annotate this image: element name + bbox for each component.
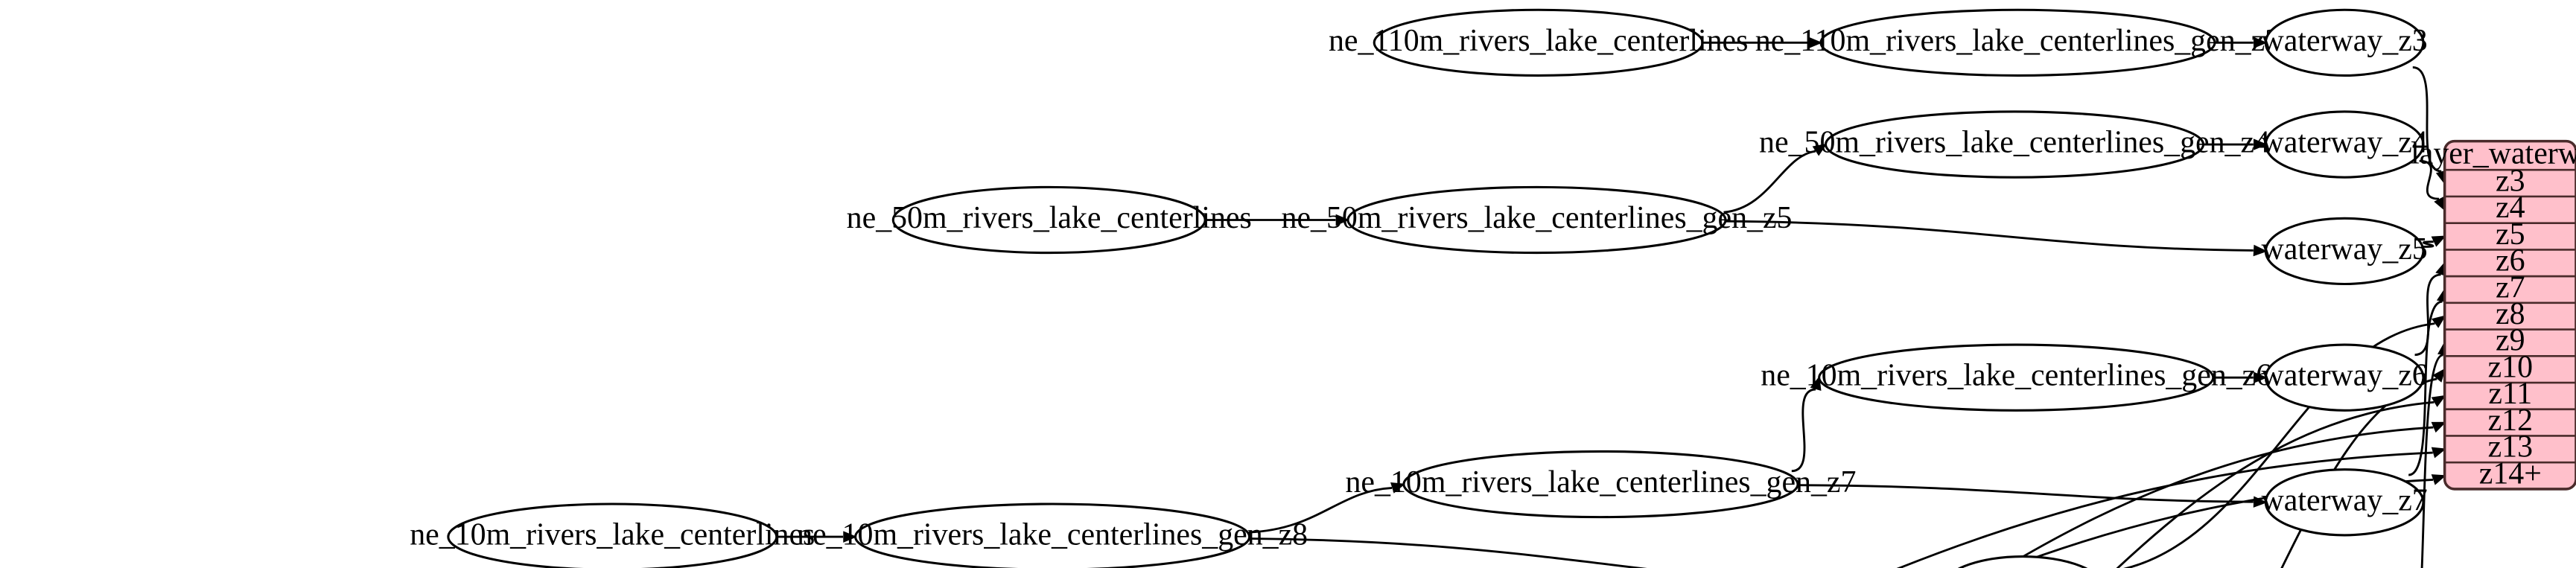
edge-arrowhead bbox=[2431, 474, 2446, 485]
graph-node-ne_10m_rivers_lake_centerlines[interactable]: ne_10m_rivers_lake_centerlines bbox=[410, 502, 815, 568]
node-ellipse bbox=[1373, 8, 1704, 77]
node-ellipse bbox=[2264, 110, 2425, 179]
node-ellipse bbox=[1957, 555, 2088, 568]
edge-waterway_z9-to-layer_waterway.z9 bbox=[2420, 354, 2444, 568]
edge-waterway_z8-to-layer_waterway.z8 bbox=[2122, 322, 2435, 568]
graph-node-ne_110m_rivers_lake_centerlines[interactable]: ne_110m_rivers_lake_centerlines bbox=[1329, 8, 1748, 77]
edge-arrowhead bbox=[2254, 138, 2268, 150]
graph-node-ne_10m_rivers_lake_centerlines_gen_z8[interactable]: ne_10m_rivers_lake_centerlines_gen_z8 bbox=[797, 502, 1308, 568]
edge-arrowhead bbox=[2431, 315, 2446, 328]
node-ellipse bbox=[2264, 8, 2425, 77]
edge-ne_10m_rivers_lake_centerlines_gen_z8-to-waterway_z8 bbox=[1249, 537, 1647, 568]
edge-waterway_z4-to-layer_waterway.z4 bbox=[2419, 159, 2440, 200]
edge-waterway_z6-to-layer_waterway.z6 bbox=[2414, 273, 2441, 357]
edge-ne_10m_rivers_lake_centerlines_gen_z8-to-ne_10m_rivers_lake_centerlines_gen_z7 bbox=[1248, 487, 1393, 534]
edge-arrowhead bbox=[1390, 482, 1406, 494]
node-ellipse bbox=[1824, 110, 2205, 179]
node-ellipse bbox=[2264, 468, 2425, 537]
edge-arrowhead bbox=[2431, 447, 2446, 459]
edge-arrowhead bbox=[1335, 214, 1350, 226]
edge-waterway_z13-to-layer_waterway.z13 bbox=[1896, 451, 2433, 568]
graph-node-waterway_z3[interactable]: waterway_z3 bbox=[2262, 8, 2428, 77]
graph-node-ne_10m_rivers_lake_centerlines_gen_z7[interactable]: ne_10m_rivers_lake_centerlines_gen_z7 bbox=[1346, 450, 1857, 519]
edge-waterway_z12-to-layer_waterway.z12 bbox=[2001, 426, 2434, 568]
graph-node-ne_10m_rivers_lake_centerlines_gen_z6[interactable]: ne_10m_rivers_lake_centerlines_gen_z6 bbox=[1761, 343, 2271, 412]
node-ellipse bbox=[447, 502, 778, 568]
edge-arrowhead bbox=[2254, 371, 2268, 383]
edge-arrowhead bbox=[2253, 244, 2268, 257]
node-ellipse bbox=[1402, 450, 1799, 519]
edge-ne_50m_rivers_lake_centerlines_gen_z5-to-waterway_z5 bbox=[1725, 220, 2254, 252]
edge-arrowhead bbox=[1810, 375, 1822, 392]
edge-waterway_z5-to-layer_waterway.z5 bbox=[2423, 240, 2435, 248]
edge-ne_10m_rivers_lake_centerlines_gen_z7-to-ne_10m_rivers_lake_centerlines_gen_z6 bbox=[1791, 388, 1816, 473]
node-ellipse bbox=[1818, 343, 2215, 412]
node-ellipse bbox=[2264, 343, 2425, 412]
edge-waterway_z11-to-layer_waterway.z11 bbox=[2116, 401, 2435, 568]
node-ellipse bbox=[2264, 217, 2425, 286]
edge-arrowhead bbox=[1812, 143, 1828, 156]
node-ellipse bbox=[854, 502, 1251, 568]
edge-arrowhead bbox=[843, 531, 857, 543]
edge-ne_50m_rivers_lake_centerlines_gen_z5-to-ne_50m_rivers_lake_centerlines_gen_z4 bbox=[1723, 150, 1816, 214]
graph-node-waterway_z6[interactable]: waterway_z6 bbox=[2262, 343, 2428, 412]
edge-arrowhead bbox=[2432, 368, 2446, 383]
edge-waterway_z7-to-layer_waterway.z7 bbox=[2408, 300, 2443, 476]
graph-node-waterway_z7[interactable]: waterway_z7 bbox=[2262, 468, 2428, 537]
layer-waterway-table: layer_waterwayz3z4z5z6z7z8z9z10z11z12z13… bbox=[2411, 137, 2576, 491]
graph-node-waterway_z8[interactable]: waterway_z8 bbox=[1939, 555, 2105, 568]
edge-ne_10m_rivers_lake_centerlines_gen_z7-to-waterway_z7 bbox=[1797, 484, 2254, 503]
edge-arrowhead bbox=[2254, 36, 2268, 49]
node-ellipse bbox=[891, 185, 1206, 255]
edge-arrowhead bbox=[2431, 395, 2446, 407]
graph-node-waterway_z5[interactable]: waterway_z5 bbox=[2262, 217, 2428, 286]
edge-arrowhead bbox=[1808, 36, 1823, 49]
graph-node-ne_50m_rivers_lake_centerlines[interactable]: ne_50m_rivers_lake_centerlines bbox=[847, 185, 1252, 255]
edge-arrowhead bbox=[2431, 235, 2446, 247]
node-ellipse bbox=[1346, 185, 1727, 255]
edge-waterway_z3-to-layer_waterway.z3 bbox=[2412, 66, 2442, 173]
edge-arrowhead bbox=[2431, 421, 2446, 433]
graph-node-ne_50m_rivers_lake_centerlines_gen_z5[interactable]: ne_50m_rivers_lake_centerlines_gen_z5 bbox=[1282, 185, 1793, 255]
graph-node-waterway_z4[interactable]: waterway_z4 bbox=[2262, 110, 2428, 179]
layer-waterway-table-shell bbox=[2443, 139, 2576, 491]
graph-node-ne_50m_rivers_lake_centerlines_gen_z4[interactable]: ne_50m_rivers_lake_centerlines_gen_z4 bbox=[1759, 110, 2270, 179]
edge-waterway_z14-to-layer_waterway.z14+ bbox=[2003, 479, 2434, 568]
graph-node-ne_110m_rivers_lake_centerlines_gen_z3[interactable]: ne_110m_rivers_lake_centerlines_gen_z3 bbox=[1755, 8, 2280, 77]
nodes-layer: imposm3osm_waterway_linestringosm_import… bbox=[410, 8, 2428, 568]
node-ellipse bbox=[1819, 8, 2216, 77]
edges-layer bbox=[776, 36, 2449, 568]
